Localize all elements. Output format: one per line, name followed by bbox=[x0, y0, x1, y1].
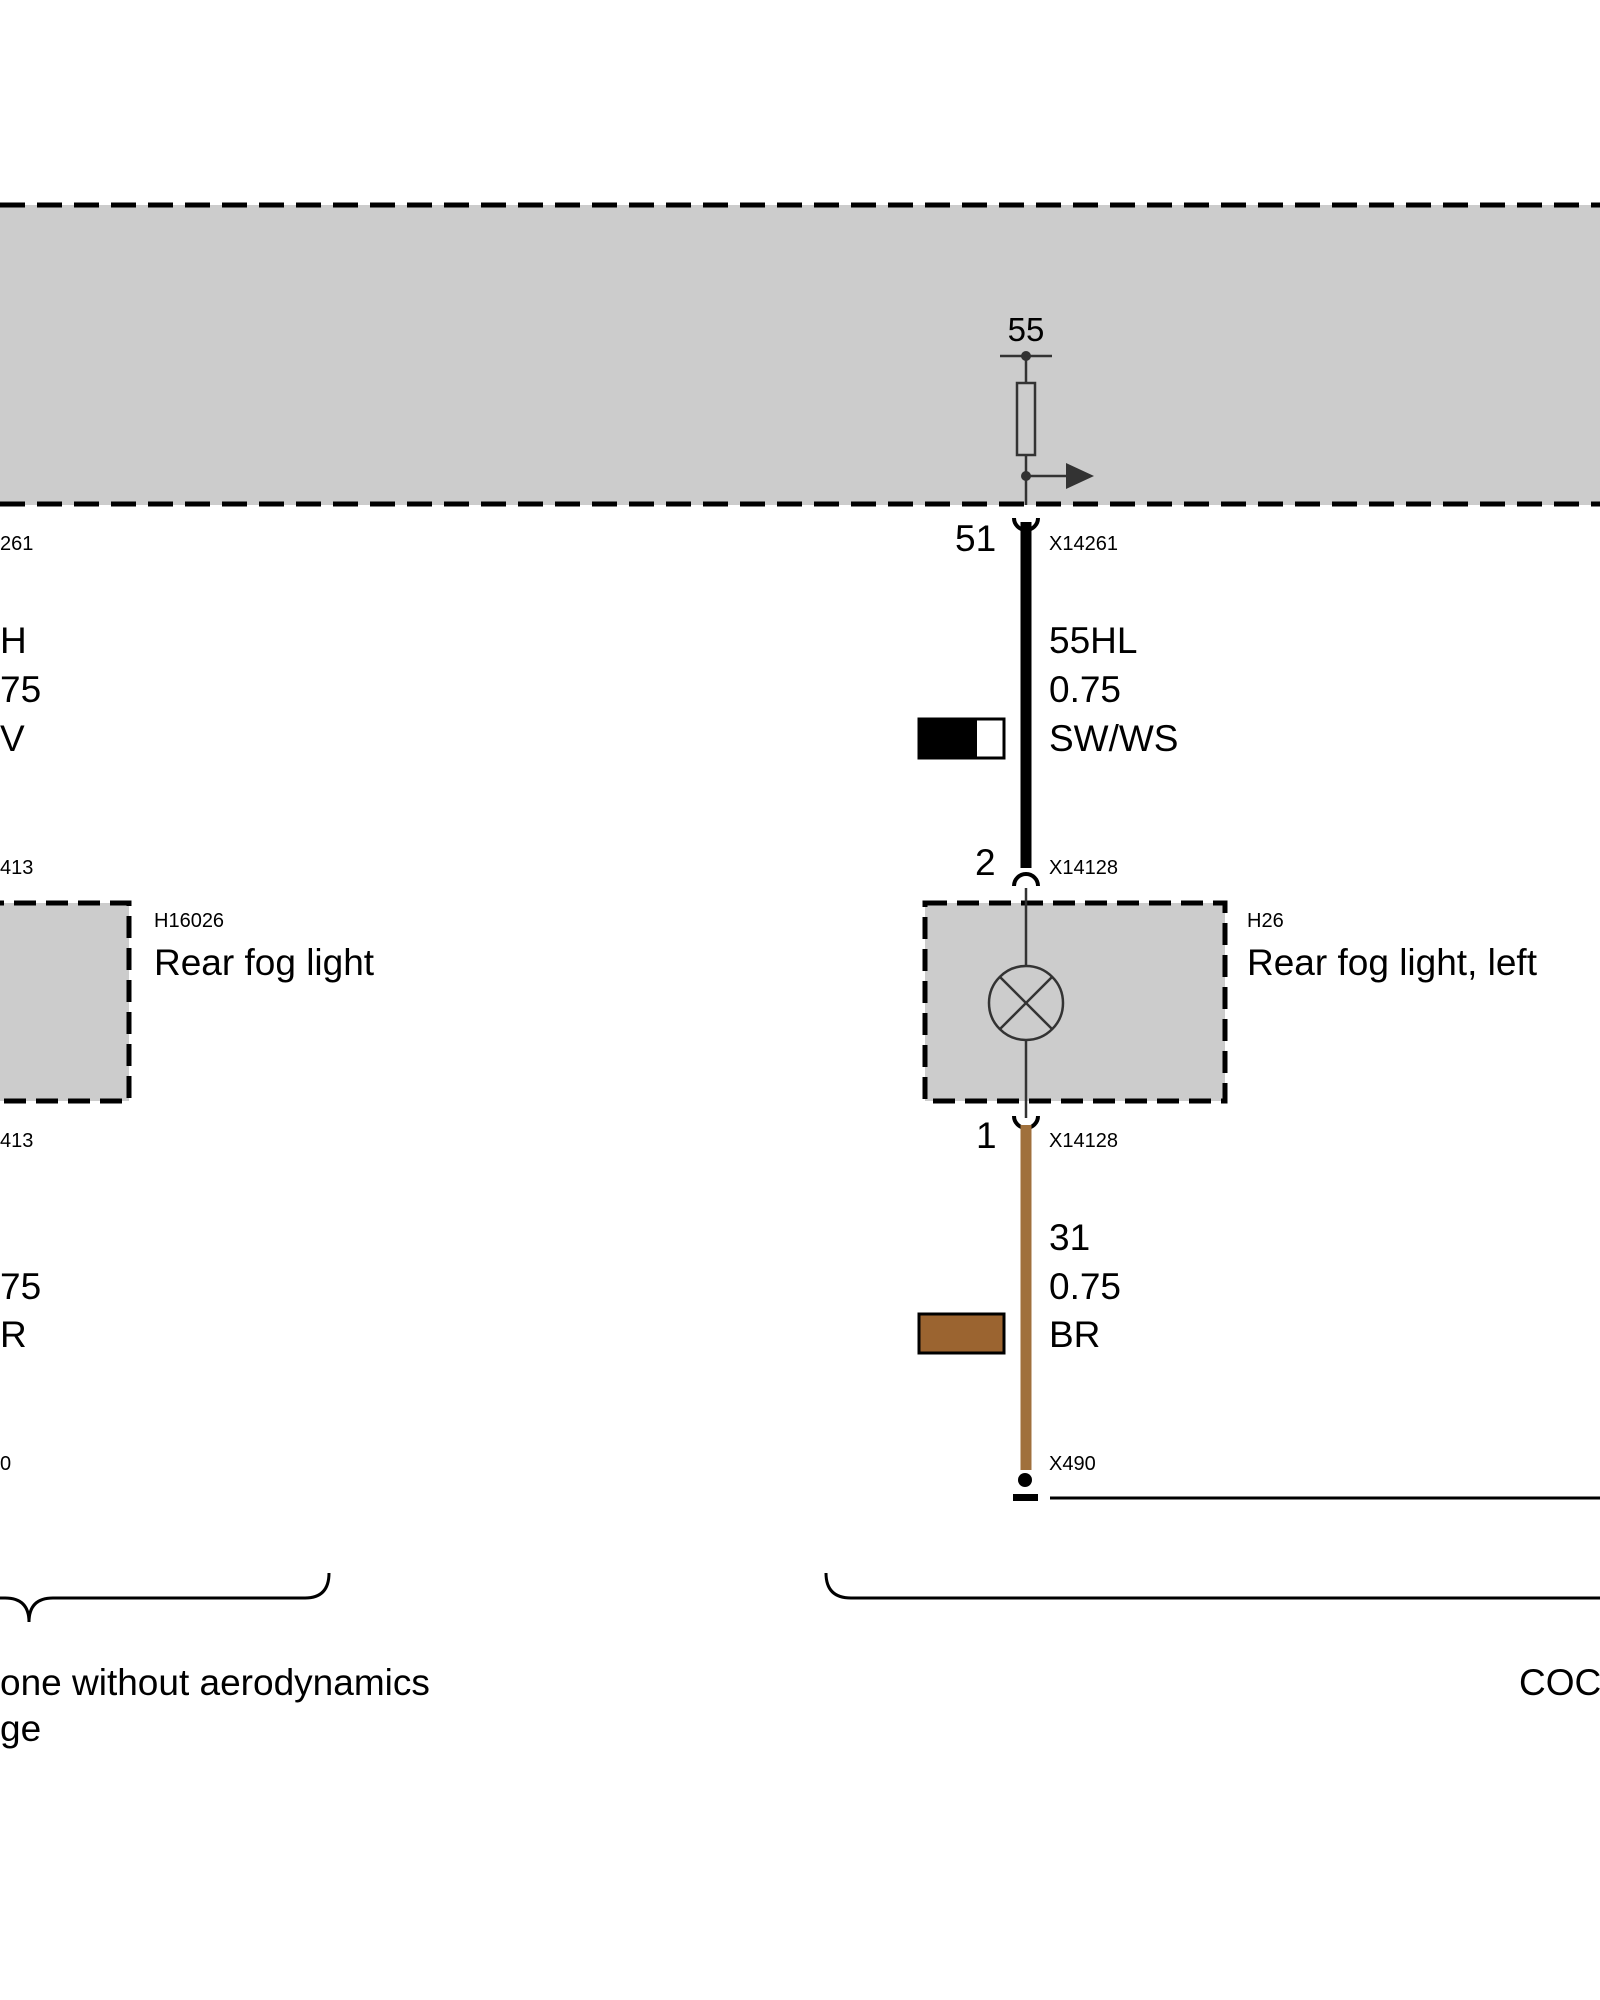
left-ground-wire-color: R bbox=[0, 1314, 27, 1355]
variant-label-left-line2: ge bbox=[0, 1708, 41, 1749]
component-name: Rear fog light, left bbox=[1247, 942, 1538, 983]
left-ground-wire-size: 75 bbox=[0, 1266, 41, 1307]
ground-x490: X490 bbox=[1013, 1453, 1600, 1501]
variant-label-right: COC bbox=[1519, 1662, 1600, 1703]
pin-number-top: 51 bbox=[955, 518, 996, 559]
pin-number-comp-top: 2 bbox=[975, 842, 996, 883]
wire-color-swatch-brown bbox=[917, 1312, 1006, 1355]
left-component-name: Rear fog light bbox=[154, 942, 375, 983]
variant-label-left-line1: one without aerodynamics bbox=[0, 1662, 430, 1703]
ground-point-icon bbox=[1018, 1473, 1032, 1487]
component-id: H26 bbox=[1247, 910, 1284, 932]
connector-x14128-bottom: 1 X14128 bbox=[976, 1115, 1118, 1156]
arrow-right-icon bbox=[1066, 463, 1094, 489]
connector-label-comp-bottom: X14128 bbox=[1049, 1130, 1118, 1152]
ground-connector-label: X490 bbox=[1049, 1453, 1096, 1475]
left-wire-label: H bbox=[0, 620, 27, 661]
left-circuit: 261 H 75 V 413 H16026 Rear fog light 413… bbox=[0, 533, 430, 1749]
left-wire-size: 75 bbox=[0, 669, 41, 710]
connector-x14261: 51 X14261 bbox=[955, 517, 1118, 559]
left-component-id: H16026 bbox=[154, 910, 224, 932]
variant-bracket-right: COC bbox=[824, 1572, 1600, 1703]
ground-wire-label: 31 bbox=[1049, 1217, 1090, 1258]
rear-fog-light: H16026 Rear fog light bbox=[0, 900, 375, 1104]
wire-label: 55HL bbox=[1049, 620, 1137, 661]
left-connector-bottom-suffix: 413 bbox=[0, 1130, 33, 1152]
connector-label-comp-top: X14128 bbox=[1049, 857, 1118, 879]
left-top-connector-suffix: 261 bbox=[0, 533, 33, 555]
fuse-number: 55 bbox=[1008, 311, 1045, 348]
control-module bbox=[0, 202, 1600, 507]
left-wire-color: V bbox=[0, 718, 25, 759]
left-connector-top-suffix: 413 bbox=[0, 857, 33, 879]
left-ground-suffix: 0 bbox=[0, 1453, 11, 1475]
wire-color: SW/WS bbox=[1049, 718, 1178, 759]
variant-brace-left bbox=[0, 1572, 331, 1623]
fuse-55: 55 bbox=[1000, 311, 1094, 505]
ground-wire-size: 0.75 bbox=[1049, 1266, 1121, 1307]
connector-label-top: X14261 bbox=[1049, 533, 1118, 555]
ground-wire-color: BR bbox=[1049, 1314, 1100, 1355]
wire-color-swatch-black-white bbox=[917, 717, 1006, 760]
wire-55hl: 55HL 0.75 SW/WS bbox=[917, 522, 1178, 868]
pin-number-comp-bottom: 1 bbox=[976, 1115, 997, 1156]
wire-31-ground: 31 0.75 BR bbox=[917, 1125, 1121, 1470]
connector-x14128-top: 2 X14128 bbox=[975, 842, 1118, 887]
wire-size: 0.75 bbox=[1049, 669, 1121, 710]
rear-fog-light-left: H26 Rear fog light, left bbox=[922, 888, 1538, 1118]
